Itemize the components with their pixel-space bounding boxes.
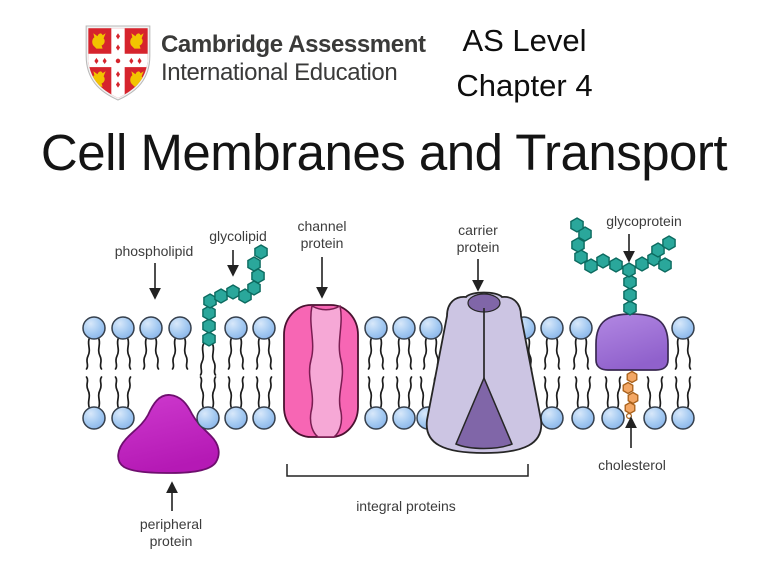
lion-glyphs	[92, 33, 144, 87]
carrier-protein	[425, 291, 543, 454]
glycolipid-tails	[199, 343, 217, 376]
label-phospholipid: phospholipid	[115, 243, 194, 259]
logo-line2: International Education	[161, 59, 398, 86]
slide-title: Cell Membranes and Transport	[40, 124, 728, 181]
glycoprotein-sugar-chain	[570, 217, 676, 316]
integral-proteins-bracket	[286, 464, 529, 477]
logo-line1: Cambridge Assessment	[161, 31, 426, 58]
annotation-arrows	[149, 234, 637, 511]
label-cholesterol: cholesterol	[598, 457, 666, 473]
channel-pore	[308, 304, 344, 438]
ermine-marks	[94, 33, 142, 88]
course-chapter: Chapter 4	[456, 68, 593, 103]
logo-wordmark: Cambridge Assessment International Educa…	[161, 31, 426, 87]
glycoprotein-body	[595, 313, 669, 371]
cholesterol-molecule	[622, 370, 639, 420]
label-channel-protein-line2: protein	[301, 235, 344, 251]
label-integral-proteins: integral proteins	[356, 498, 456, 514]
label-glycoprotein: glycoprotein	[606, 213, 682, 229]
label-peripheral-protein-line2: protein	[150, 533, 193, 549]
channel-protein	[283, 304, 359, 438]
carrier-cleft	[455, 376, 513, 450]
cambridge-shield-icon	[85, 25, 151, 101]
label-carrier-protein-line1: carrier	[458, 222, 498, 238]
course-block: AS Level Chapter 4	[432, 18, 617, 108]
label-carrier-protein-line2: protein	[457, 239, 500, 255]
course-level: AS Level	[462, 23, 587, 58]
label-peripheral-protein-line1: peripheral	[140, 516, 202, 532]
label-glycolipid: glycolipid	[209, 228, 267, 244]
diagram-labels: phospholipid glycolipid channel protein …	[115, 213, 682, 549]
label-channel-protein-line1: channel	[297, 218, 346, 234]
